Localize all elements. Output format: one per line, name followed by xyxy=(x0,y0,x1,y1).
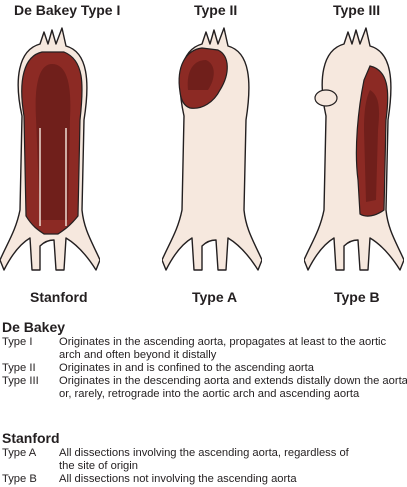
debakey-desc: Originates in the ascending aorta, propa… xyxy=(59,336,387,362)
type-b-label: Type B xyxy=(334,289,380,305)
stanford-heading: Stanford xyxy=(2,430,60,446)
aortic-dissection-illustration xyxy=(0,27,404,271)
type3-aorta xyxy=(304,27,404,271)
stanford-desc: All dissections not involving the ascend… xyxy=(59,473,297,485)
stanford-label: Stanford xyxy=(30,289,88,305)
type-a-label: Type A xyxy=(192,289,238,305)
debakey-term: Type II xyxy=(2,362,36,374)
debakey-desc: Originates in the descending aorta and e… xyxy=(59,375,407,401)
type2-aorta xyxy=(162,27,262,271)
debakey-term: Type I xyxy=(2,336,33,348)
type1-aorta xyxy=(0,27,100,271)
type2-title: Type II xyxy=(194,2,238,18)
debakey-term: Type III xyxy=(2,375,39,387)
stanford-desc: All dissections involving the ascending … xyxy=(59,447,349,473)
stanford-term: Type A xyxy=(2,447,37,459)
debakey-desc: Originates in and is confined to the asc… xyxy=(59,362,314,374)
type1-title: De Bakey Type I xyxy=(14,2,121,18)
stanford-term: Type B xyxy=(2,473,37,485)
debakey-heading: De Bakey xyxy=(2,319,66,335)
type3-title: Type III xyxy=(333,2,381,18)
